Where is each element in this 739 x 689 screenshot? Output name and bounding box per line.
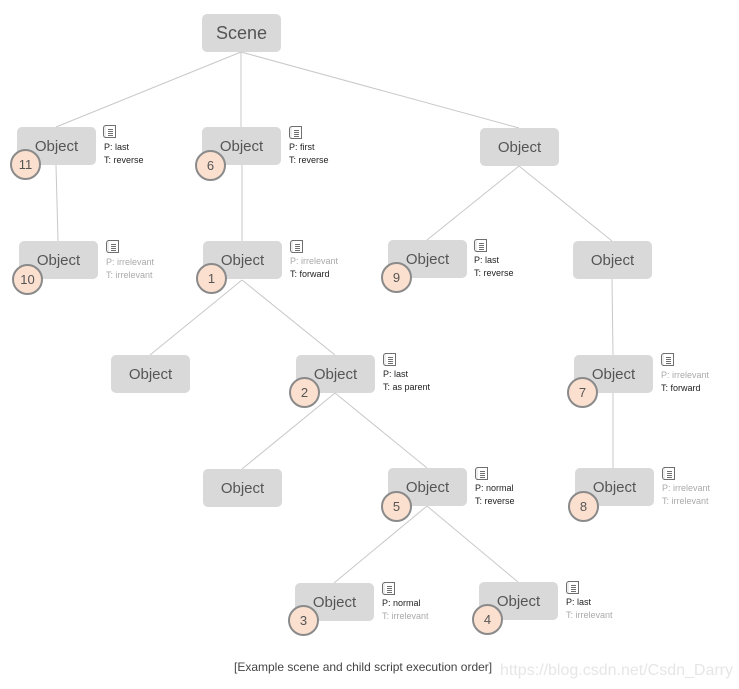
script-icon-11 — [103, 125, 116, 138]
script-icon-8 — [662, 467, 675, 480]
edge-obj1-objleaf1 — [149, 279, 243, 356]
script-priority-11: P: last — [104, 142, 130, 152]
order-badge-9: 9 — [381, 262, 412, 293]
script-traversal-1: T: forward — [290, 269, 330, 279]
diagram-caption: [Example scene and child script executio… — [234, 660, 493, 674]
scene-node: Scene — [202, 14, 281, 52]
script-priority-10: P: irrelevant — [106, 257, 155, 267]
script-icon-7 — [661, 353, 674, 366]
object-node-leaf-2: Object — [203, 469, 282, 507]
script-icon-6 — [289, 126, 302, 139]
script-priority-2: P: last — [383, 369, 409, 379]
edge-obj5-obj3 — [333, 505, 428, 584]
script-icon-9 — [474, 239, 487, 252]
script-priority-4: P: last — [566, 597, 592, 607]
object-node-1: Object — [203, 241, 282, 279]
script-priority-6: P: first — [289, 142, 315, 152]
object-node-7: Object — [574, 355, 653, 393]
script-icon-2 — [383, 353, 396, 366]
script-priority-7: P: irrelevant — [661, 370, 710, 380]
script-traversal-7: T: forward — [661, 383, 701, 393]
order-badge-2: 2 — [289, 377, 320, 408]
script-traversal-11: T: reverse — [104, 155, 144, 165]
script-priority-9: P: last — [474, 255, 500, 265]
edge-obj1-obj2 — [241, 279, 336, 356]
edge-obj2-objleaf2 — [241, 392, 336, 470]
order-badge-3: 3 — [288, 605, 319, 636]
order-badge-10: 10 — [12, 264, 43, 295]
edge-obj11-obj10 — [55, 164, 59, 242]
edge-objright-obj9 — [426, 165, 520, 241]
order-badge-5: 5 — [381, 491, 412, 522]
order-badge-6: 6 — [195, 150, 226, 181]
script-priority-3: P: normal — [382, 598, 421, 608]
order-badge-1: 1 — [196, 263, 227, 294]
script-priority-5: P: normal — [475, 483, 514, 493]
object-node-8: Object — [575, 468, 654, 506]
order-badge-7: 7 — [567, 377, 598, 408]
edge-scene-objright — [240, 51, 520, 129]
script-traversal-2: T: as parent — [383, 382, 431, 392]
script-traversal-6: T: reverse — [289, 155, 329, 165]
script-icon-4 — [566, 581, 579, 594]
script-priority-1: P: irrelevant — [290, 256, 339, 266]
edge-objright-objright2 — [518, 165, 613, 242]
object-node-leaf-1: Object — [111, 355, 190, 393]
object-node-right: Object — [480, 128, 559, 166]
order-badge-4: 4 — [472, 604, 503, 635]
script-icon-10 — [106, 240, 119, 253]
script-traversal-10: T: irrelevant — [106, 270, 153, 280]
script-icon-5 — [475, 467, 488, 480]
object-node-4: Object — [479, 582, 558, 620]
order-badge-11: 11 — [10, 149, 41, 180]
object-node-3: Object — [295, 583, 374, 621]
script-priority-8: P: irrelevant — [662, 483, 711, 493]
object-node-right-2: Object — [573, 241, 652, 279]
script-traversal-5: T: reverse — [475, 496, 515, 506]
edge-obj5-obj4 — [426, 505, 519, 583]
script-traversal-3: T: irrelevant — [382, 611, 429, 621]
edge-obj2-obj5 — [334, 392, 428, 469]
edge-objright2-obj7 — [611, 278, 614, 356]
script-traversal-9: T: reverse — [474, 268, 514, 278]
watermark: https://blog.csdn.net/Csdn_Darry — [500, 662, 734, 679]
order-badge-8: 8 — [568, 491, 599, 522]
script-icon-3 — [382, 582, 395, 595]
edge-scene-obj11 — [55, 51, 242, 128]
script-traversal-8: T: irrelevant — [662, 496, 709, 506]
script-traversal-4: T: irrelevant — [566, 610, 613, 620]
script-icon-1 — [290, 240, 303, 253]
